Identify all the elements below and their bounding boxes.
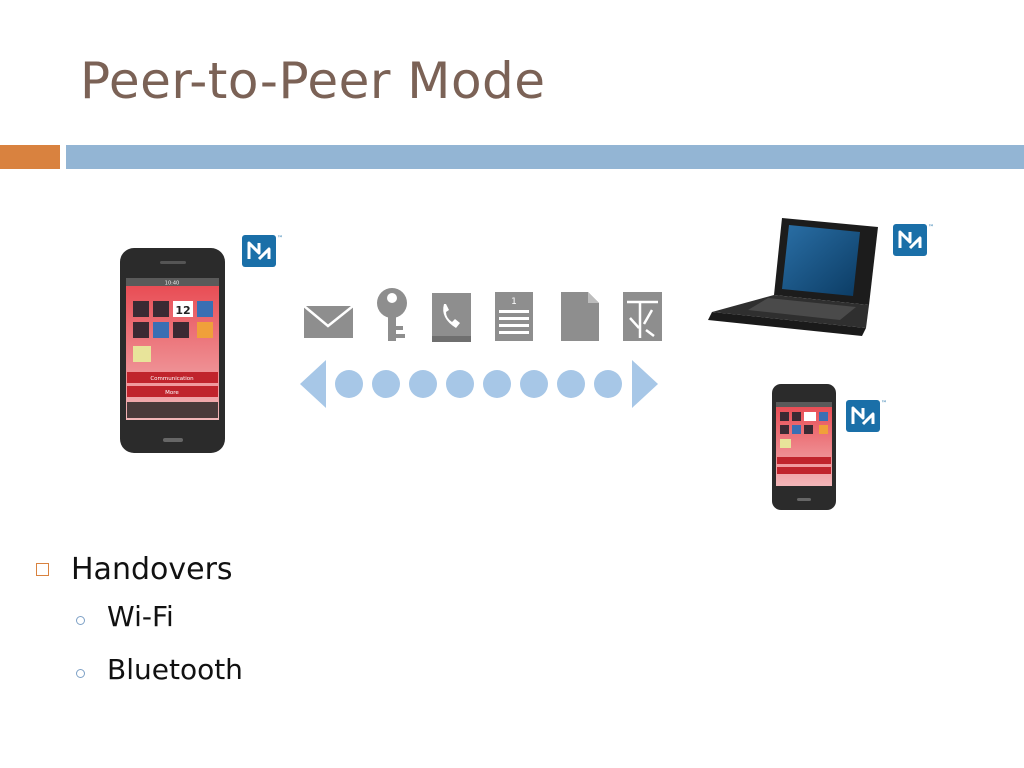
phone-menu-more: More: [165, 390, 179, 396]
phone-calendar-day: 12: [175, 304, 190, 317]
nfc-logo-icon-laptop: [891, 222, 936, 258]
phone-time: 10:40: [165, 281, 179, 287]
sub-bullet-text: Bluetooth: [107, 653, 243, 686]
sub-bullet-text: Wi-Fi: [107, 600, 174, 633]
svg-text:1: 1: [511, 297, 517, 307]
slide-title: Peer-to-Peer Mode: [80, 52, 546, 110]
bullet-handovers: Handovers: [36, 548, 243, 590]
phonebook-icon: [432, 293, 471, 342]
document-icon: [561, 292, 599, 341]
bullet-list: Handovers Wi-Fi Bluetooth: [36, 548, 243, 696]
accent-bar-blue: [66, 145, 1024, 169]
smartphone-left: 10:40 12 Communication More: [120, 248, 225, 453]
nfc-logo-icon: [240, 233, 285, 269]
nfc-illustration: ™ 10:40 12 Communication More: [120, 218, 936, 510]
circle-bullet-icon: [76, 669, 85, 678]
circle-bullet-icon: [76, 616, 85, 625]
nfc-logo-icon-phone-right: [844, 398, 889, 434]
double-arrow-icon: [300, 360, 658, 408]
sub-bullet-bluetooth: Bluetooth: [76, 643, 243, 696]
calendar-icon: 1: [495, 292, 533, 341]
phone-menu-communication: Communication: [150, 376, 194, 382]
square-bullet-icon: [36, 562, 49, 576]
key-icon: [377, 288, 407, 341]
smartphone-right: [772, 384, 836, 510]
laptop: [708, 218, 878, 336]
accent-bar-orange: [0, 145, 60, 169]
vcard-icon: [623, 292, 662, 341]
envelope-icon: [303, 305, 354, 338]
bullet-text: Handovers: [71, 551, 233, 587]
sub-bullet-wifi: Wi-Fi: [76, 590, 243, 643]
